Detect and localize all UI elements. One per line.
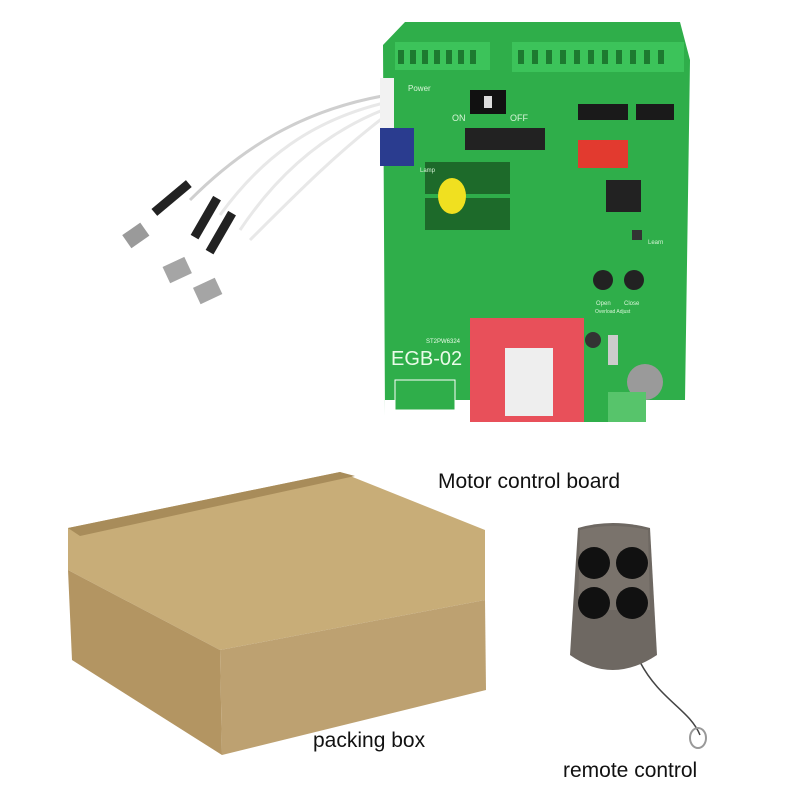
- remote-caption: remote control: [563, 759, 698, 782]
- board-silkscreen-open: Open: [596, 301, 611, 307]
- relay-blue: [380, 128, 414, 166]
- board-silkscreen-close: Close: [624, 301, 640, 307]
- board-silkscreen-on: ON: [452, 113, 466, 123]
- wire-harness: [188, 93, 389, 242]
- wire-header: [380, 78, 394, 128]
- sticker: [438, 178, 466, 214]
- microcontroller: [606, 180, 641, 212]
- remote-button-2: [616, 547, 648, 579]
- terminal-block-power: [608, 392, 646, 422]
- board-silkscreen-lamp: Lamp: [420, 168, 436, 174]
- potentiometer-open: [593, 270, 613, 290]
- remote-button-3: [578, 587, 610, 619]
- board-silkscreen-off: OFF: [510, 113, 528, 123]
- relay-2: [425, 198, 510, 230]
- board-silkscreen-power: Power: [408, 84, 431, 93]
- box-caption: packing box: [313, 729, 426, 752]
- board-silkscreen-overload: Overload Adjust: [595, 309, 631, 315]
- board-caption: Motor control board: [438, 470, 621, 493]
- learn-button: [632, 230, 642, 240]
- terminal-block-right: [512, 42, 684, 72]
- transformer-label: [505, 348, 553, 416]
- wire-connectors: [122, 180, 236, 305]
- capacitor: [627, 364, 663, 400]
- fuse-holder: [465, 128, 545, 150]
- board-silkscreen-learn: Learn: [648, 240, 664, 246]
- remote-button-1: [578, 547, 610, 579]
- board-serial-label: ST2PW6324: [426, 339, 461, 345]
- potentiometer-close: [624, 270, 644, 290]
- board-model-label: EGB-02: [391, 348, 463, 370]
- relay-1: [425, 162, 510, 194]
- packing-box: [68, 472, 486, 755]
- motor-control-board: [380, 22, 690, 422]
- key-ring: [689, 727, 707, 749]
- remote-button-4: [616, 587, 648, 619]
- remote-control-device: [570, 523, 707, 749]
- dip-switch: [578, 140, 628, 168]
